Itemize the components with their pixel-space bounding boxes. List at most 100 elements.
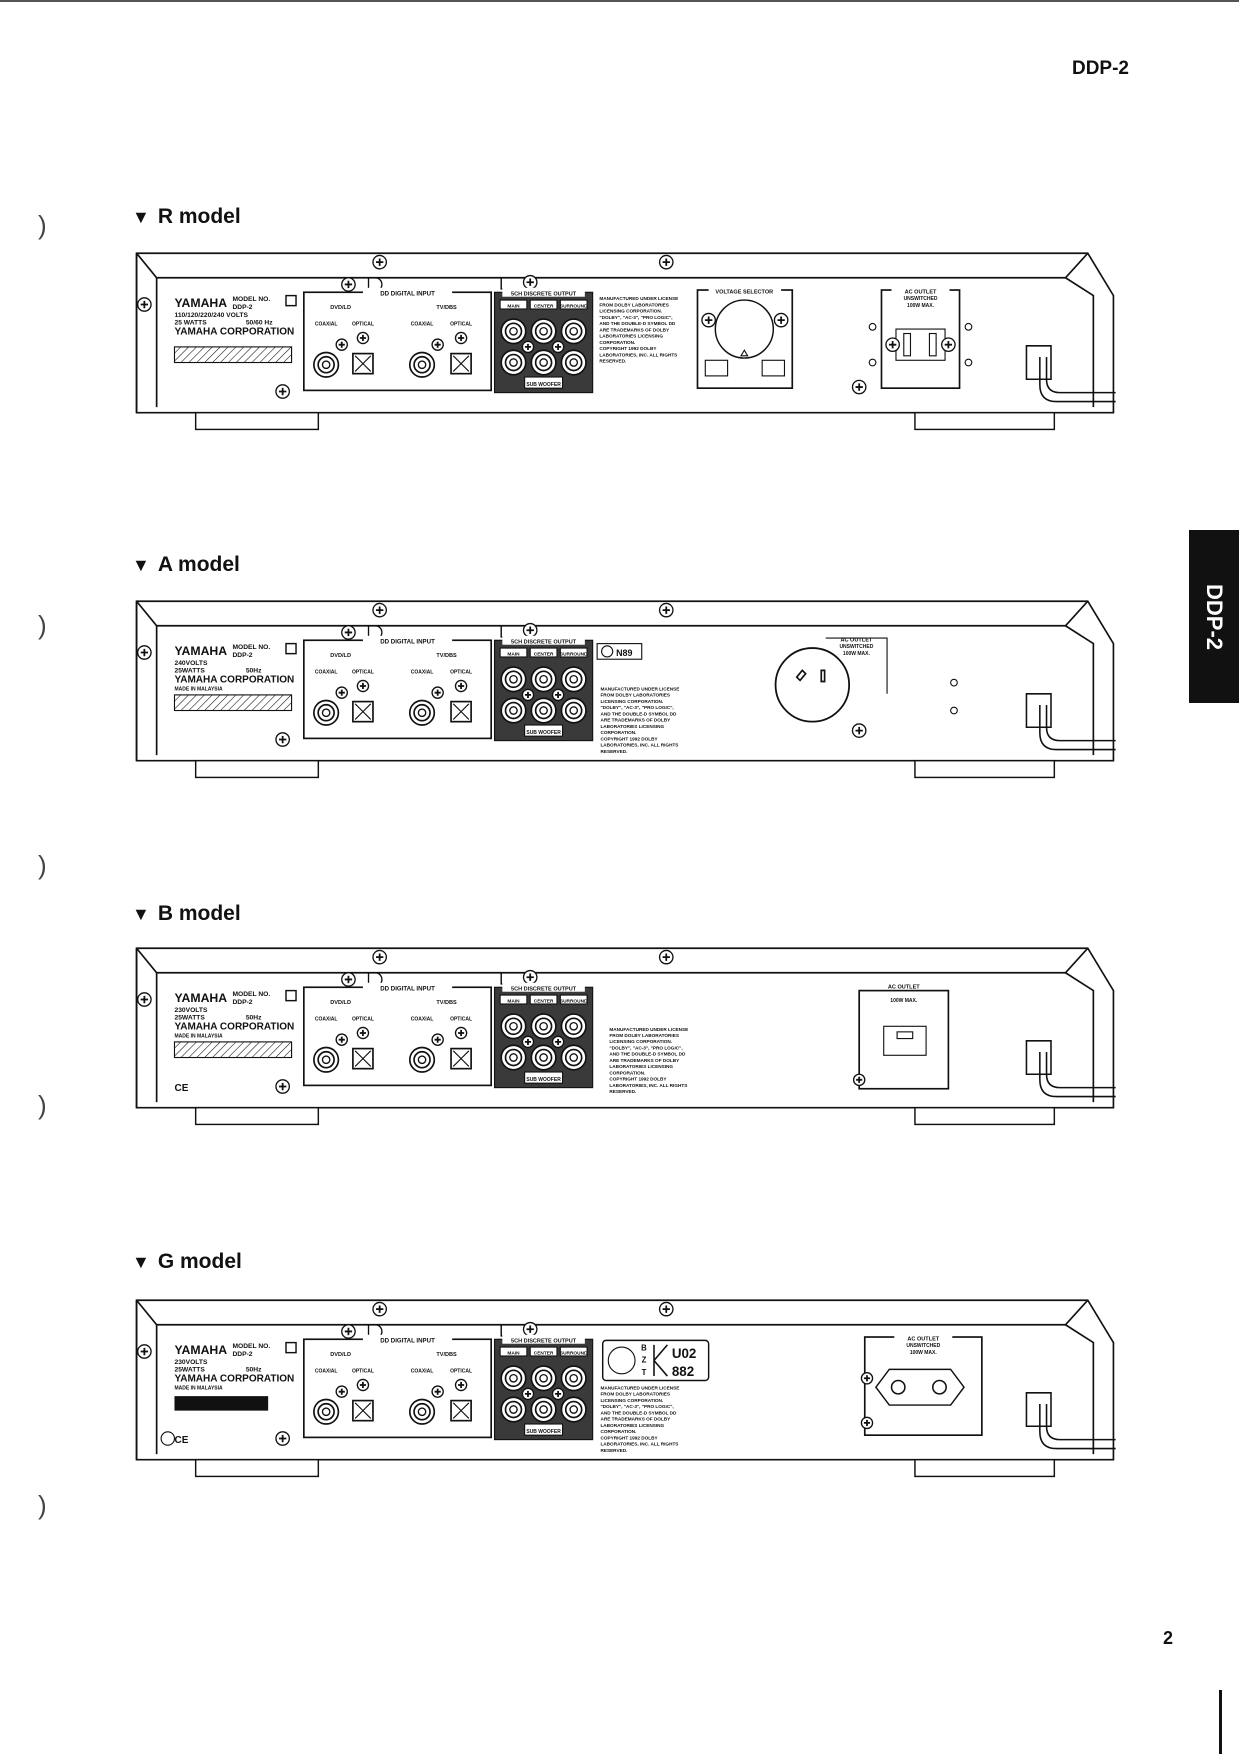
- screw-icon: [658, 602, 674, 618]
- optical-input-jack[interactable]: [450, 352, 472, 375]
- screw-icon: [851, 379, 867, 395]
- double-insulation-icon: [285, 294, 297, 307]
- optical-input-jack[interactable]: [352, 700, 374, 723]
- license-text-line: LABORATORIES LICENSING: [609, 1064, 673, 1069]
- coaxial-input-jack[interactable]: [313, 1046, 340, 1073]
- frequency-rating: 50Hz: [246, 1015, 262, 1022]
- model-no-label: MODEL NO.: [232, 296, 270, 303]
- output-channel-label: MAIN: [507, 998, 520, 1004]
- output-channel-label: CENTER: [534, 303, 554, 309]
- coaxial-input-jack[interactable]: [313, 351, 340, 378]
- coaxial-label: COAXIAL: [411, 670, 433, 676]
- rca-jack-icon: [530, 1365, 557, 1392]
- license-text-line: LABORATORIES LICENSING: [600, 724, 664, 729]
- output-jack[interactable]: [500, 1365, 527, 1392]
- output-jack[interactable]: [500, 1396, 527, 1423]
- output-jack[interactable]: [530, 666, 557, 693]
- screw-icon: [773, 312, 789, 328]
- rca-jack-icon: [530, 1396, 557, 1423]
- output-jack[interactable]: [560, 1396, 587, 1423]
- power-cord: [1025, 693, 1116, 751]
- screw-icon: [551, 1387, 565, 1401]
- license-text-line: "DOLBY", "AC-3", "PRO LOGIC",: [600, 1404, 673, 1409]
- rca-jack-icon: [408, 1046, 436, 1073]
- output-jack[interactable]: [530, 349, 557, 376]
- heading-g-model: ▼G model: [132, 1250, 242, 1274]
- screw-icon: [335, 1033, 348, 1046]
- output-jack[interactable]: [500, 666, 527, 693]
- optical-input-jack[interactable]: [352, 1399, 374, 1422]
- output-jack[interactable]: [530, 1044, 557, 1071]
- dvd-ld-label: DVD/LD: [330, 1000, 351, 1006]
- brand-logo: YAMAHA: [174, 1343, 227, 1357]
- output-jack[interactable]: [500, 1013, 527, 1040]
- output-jack[interactable]: [560, 666, 587, 693]
- screw-icon: [521, 1387, 535, 1401]
- license-text-line: COPYRIGHT 1992 DOLBY: [599, 346, 657, 351]
- coaxial-label: COAXIAL: [411, 322, 433, 328]
- digital-input-label: DD DIGITAL INPUT: [380, 1338, 435, 1345]
- license-text-line: MANUFACTURED UNDER LICENSE: [599, 296, 678, 301]
- screw-icon: [275, 732, 291, 747]
- coaxial-input-jack[interactable]: [408, 351, 436, 378]
- coaxial-input-jack[interactable]: [408, 1398, 436, 1425]
- optical-input-jack[interactable]: [450, 1399, 472, 1422]
- rca-jack-icon: [530, 318, 557, 345]
- triangle-icon: ▼: [132, 1252, 150, 1272]
- side-tab-label: DDP-2: [1202, 583, 1227, 650]
- optical-input-jack[interactable]: [352, 1047, 374, 1070]
- coaxial-input-jack[interactable]: [313, 1398, 340, 1425]
- license-text-line: ARE TRADEMARKS OF DOLBY: [600, 718, 671, 723]
- optical-input-jack[interactable]: [450, 700, 472, 723]
- license-text-line: AND THE DOUBLE-D SYMBOL DD: [600, 1410, 677, 1415]
- page-top-border: [0, 0, 1239, 2]
- output-jack[interactable]: [530, 1396, 557, 1423]
- sub-woofer-label: SUB WOOFER: [526, 1077, 561, 1083]
- output-jack[interactable]: [500, 697, 527, 724]
- coaxial-label: COAXIAL: [315, 1017, 338, 1023]
- optical-input-jack[interactable]: [352, 352, 374, 375]
- bzt-code: U02: [672, 1346, 697, 1361]
- rca-jack-icon: [530, 666, 557, 693]
- rca-jack-icon: [560, 318, 587, 345]
- optical-input-jack[interactable]: [450, 1047, 472, 1070]
- rca-jack-icon: [500, 1396, 527, 1423]
- output-jack[interactable]: [530, 1013, 557, 1040]
- output-jack[interactable]: [530, 697, 557, 724]
- output-jack[interactable]: [560, 1044, 587, 1071]
- output-jack[interactable]: [500, 318, 527, 345]
- license-text-line: ARE TRADEMARKS OF DOLBY: [599, 327, 670, 332]
- rca-jack-icon: [530, 1044, 557, 1071]
- voltage-selector[interactable]: VOLTAGE SELECTOR: [696, 285, 794, 389]
- output-jack[interactable]: [500, 1044, 527, 1071]
- coaxial-label: COAXIAL: [411, 1369, 433, 1375]
- output-jack[interactable]: [560, 1365, 587, 1392]
- output-jack[interactable]: [560, 697, 587, 724]
- output-jack[interactable]: [560, 318, 587, 345]
- output-jack[interactable]: [530, 1365, 557, 1392]
- brand-logo: YAMAHA: [174, 991, 227, 1005]
- optical-label: OPTICAL: [352, 1369, 374, 1375]
- output-jack[interactable]: [530, 318, 557, 345]
- heading-r-model: ▼R model: [132, 205, 241, 229]
- coaxial-input-jack[interactable]: [408, 699, 436, 726]
- output-channel-label: CENTER: [534, 651, 554, 657]
- ac-outlet-label: AC OUTLET: [905, 289, 937, 295]
- model-number: DDP-2: [232, 652, 252, 659]
- output-channel-label: SURROUND: [560, 998, 588, 1004]
- sub-woofer-label: SUB WOOFER: [526, 382, 561, 388]
- coaxial-input-jack[interactable]: [408, 1046, 436, 1073]
- license-text-line: "DOLBY", "AC-3", "PRO LOGIC",: [599, 315, 672, 320]
- output-jack[interactable]: [500, 349, 527, 376]
- coaxial-input-jack[interactable]: [313, 699, 340, 726]
- heading-b-model: ▼B model: [132, 902, 241, 926]
- output-jack[interactable]: [560, 349, 587, 376]
- output-jack[interactable]: [560, 1013, 587, 1040]
